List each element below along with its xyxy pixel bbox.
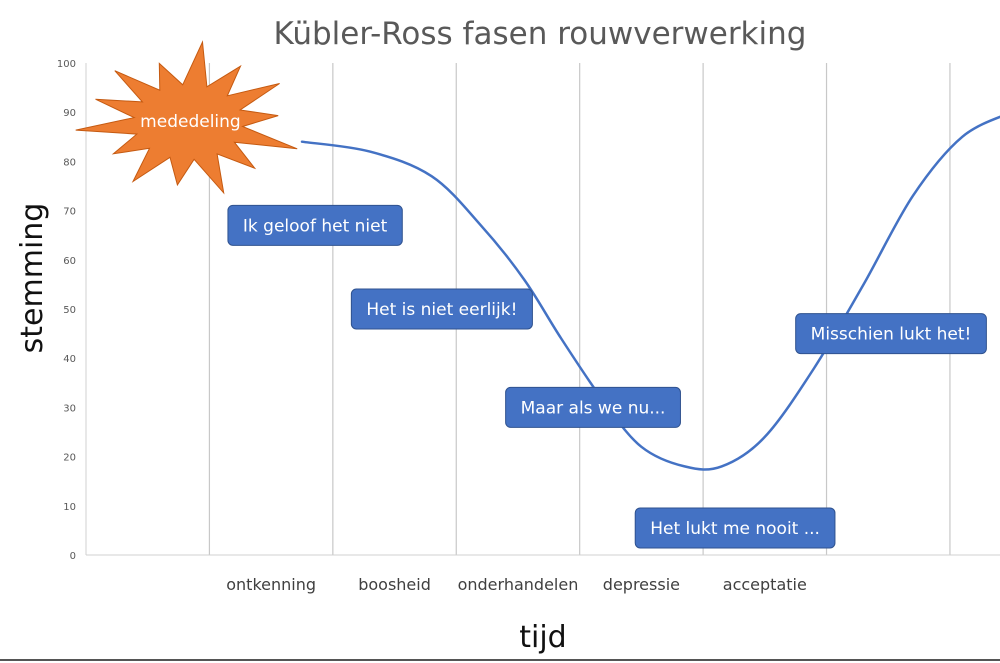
phase-label-0: ontkenning — [226, 575, 316, 594]
series-line — [300, 115, 1000, 471]
callout-text-1: Het is niet eerlijk! — [366, 300, 517, 320]
burst-shape — [75, 40, 298, 195]
phase-label-1: boosheid — [358, 575, 431, 594]
callout-2: Maar als we nu... — [505, 386, 681, 428]
y-tick-label-2: 20 — [63, 453, 76, 464]
y-tick-label-9: 90 — [63, 108, 76, 119]
callout-text-4: Misschien lukt het! — [811, 325, 972, 345]
x-axis-label: tijd — [519, 620, 566, 655]
callout-box-1 — [350, 288, 533, 330]
y-tick-label-8: 80 — [63, 157, 76, 168]
callout-4: Misschien lukt het! — [795, 313, 987, 355]
callout-1: Het is niet eerlijk! — [350, 288, 533, 330]
y-tick-label-10: 100 — [57, 59, 76, 70]
callout-0: Ik geloof het niet — [227, 204, 403, 246]
callout-box-0 — [227, 204, 403, 246]
phase-labels: ontkenning boosheid onderhandelen depressie… — [226, 575, 807, 594]
phase-label-4: acceptatie — [723, 575, 807, 594]
y-axis-label: stemming — [15, 203, 50, 354]
y-tick-label-6: 60 — [63, 256, 76, 267]
callout-text-2: Maar als we nu... — [521, 398, 666, 418]
y-tick-label-4: 40 — [63, 354, 76, 365]
callout-text-3: Het lukt me nooit ... — [650, 519, 820, 539]
y-tick-label-3: 30 — [63, 403, 76, 414]
y-tick-label-0: 0 — [70, 551, 76, 562]
y-tick-label-1: 10 — [63, 502, 76, 513]
phase-label-3: depressie — [603, 575, 680, 594]
bottom-rule — [0, 659, 1000, 661]
y-axis: 0 10 20 30 40 50 60 70 80 90 100 — [57, 59, 1000, 562]
callout-box-2 — [505, 386, 681, 428]
callout-box-3 — [634, 507, 836, 549]
chart-title: Kübler-Ross fasen rouwverwerking — [274, 16, 807, 52]
y-tick-label-7: 70 — [63, 207, 76, 218]
phase-label-2: onderhandelen — [458, 575, 579, 594]
burst: mededeling — [75, 40, 298, 195]
y-tick-label-5: 50 — [63, 305, 76, 316]
callout-text-0: Ik geloof het niet — [243, 216, 388, 236]
callout-box-4 — [795, 313, 987, 355]
grid — [208, 63, 951, 555]
callout-3: Het lukt me nooit ... — [634, 507, 836, 549]
mood-line — [300, 115, 1000, 471]
burst-text: mededeling — [140, 112, 241, 132]
